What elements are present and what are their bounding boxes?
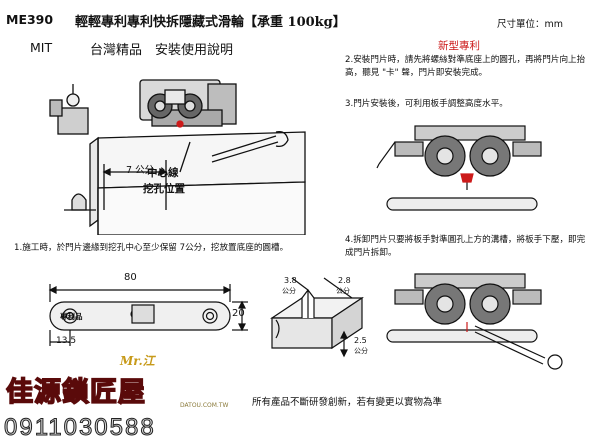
- watermark-text: DATOU.COM.TW: [180, 402, 229, 409]
- base-plate-drawing: [48, 284, 248, 346]
- dim-3-8: 3.8: [284, 276, 297, 285]
- disclaimer-text: 所有產品不斷研發創新，若有變更以實物為準: [252, 397, 443, 408]
- door-panel-face: [97, 181, 306, 235]
- unit-note: 尺寸單位：mm: [497, 19, 564, 30]
- offset-7cm-label: 7 公分: [126, 165, 155, 176]
- door-install-diagram: [49, 79, 306, 235]
- brand-mark: Mr.江: [120, 354, 155, 368]
- dim-3-8-unit: 公分: [282, 287, 296, 295]
- step-3-text: 3.門片安裝後，可利用板手調整高度水平。: [345, 99, 508, 109]
- new-patent-label: 新型專利: [438, 40, 480, 52]
- dim-20: 20: [232, 308, 245, 319]
- dim-2-5: 2.5: [354, 336, 367, 345]
- bracket-section-drawing: [270, 277, 364, 358]
- patent-product-label: 專利品: [60, 312, 83, 321]
- hole-position-label: 挖孔位置: [143, 183, 185, 195]
- model-number: ME390: [6, 12, 54, 27]
- dim-13-5: 13.5: [56, 336, 77, 346]
- removal-diagram: [386, 273, 563, 370]
- subtitle: 台灣精品 安裝使用說明: [90, 43, 234, 58]
- dim-2-8-unit: 公分: [336, 287, 350, 295]
- store-name: 佳源鎖匠屋: [5, 376, 146, 409]
- dim-2-5-unit: 公分: [354, 347, 368, 355]
- origin-mark: MIT: [30, 40, 53, 55]
- center-line-label: 中心線: [147, 167, 179, 179]
- step-2-text: 2.安裝門片時，請先將螺絲對準底座上的圓孔，再將門片向上抬高，聽見 "卡" 聲，…: [345, 55, 586, 78]
- step-4-text: 4.拆卸門片只要將板手對準圓孔上方的溝槽，將板手下壓，即完成門片拆卸。: [345, 235, 586, 258]
- phone-number: 0911030588: [4, 414, 156, 442]
- product-title: 輕輕專利專利快拆隱藏式滑輪【承重 100kg】: [75, 15, 346, 30]
- dim-80: 80: [124, 272, 137, 283]
- door-panel-top: [97, 131, 306, 189]
- height-adjust-diagram: [376, 125, 542, 211]
- dim-2-8: 2.8: [338, 276, 351, 285]
- step-1-text: 1.施工時，於門片邊緣到挖孔中心至少保留 7公分，挖放置底座的圓槽。: [14, 243, 289, 253]
